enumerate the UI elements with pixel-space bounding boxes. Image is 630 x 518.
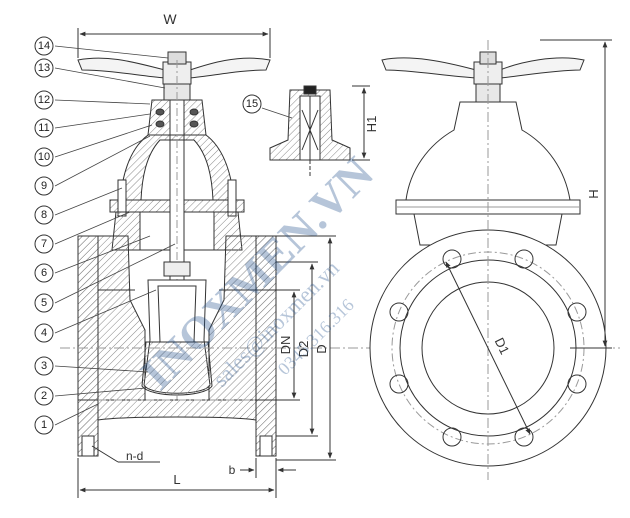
dim-D1: D1: [492, 335, 513, 357]
dim-b: b: [229, 463, 236, 477]
part-1: 1: [34, 415, 54, 435]
part-5-label: 5: [41, 297, 47, 309]
o-ring-2: [189, 108, 199, 116]
part-13: 13: [34, 58, 54, 78]
o-ring-4: [189, 120, 199, 128]
part-4: 4: [34, 323, 54, 343]
fv-handwheel-right: [499, 57, 585, 79]
dim-H1: H1: [364, 116, 379, 133]
part-15-label: 15: [246, 98, 258, 110]
fv-bolt-4: [567, 374, 587, 394]
dimension-labels: W L b n-d DN D2 D H1 H D1: [126, 11, 601, 487]
part-13-label: 13: [38, 62, 50, 74]
section-view: [60, 51, 620, 457]
dim-D: D: [314, 344, 329, 353]
part-10-label: 10: [38, 151, 50, 163]
wedge-rubber: [141, 341, 213, 396]
part-11: 11: [34, 118, 54, 138]
part-8-label: 8: [41, 209, 47, 221]
handwheel-left: [77, 57, 166, 79]
dim-L: L: [173, 472, 180, 487]
dim-DN: DN: [278, 336, 293, 355]
fv-bolt-3: [567, 302, 587, 322]
part-6: 6: [34, 263, 54, 283]
bolt-left: [117, 179, 127, 217]
part-15: 15: [242, 94, 262, 114]
part-7-label: 7: [41, 238, 47, 250]
part-leaders: [54, 45, 293, 426]
dim-W: W: [163, 11, 177, 27]
part-14: 14: [34, 36, 54, 56]
part-3: 3: [34, 356, 54, 376]
part-6-label: 6: [41, 267, 47, 279]
part-4-label: 4: [41, 327, 47, 339]
part-12: 12: [34, 90, 54, 110]
o-ring-3: [155, 120, 165, 128]
dim-nd: n-d: [126, 449, 143, 463]
dim-D2: D2: [296, 341, 311, 358]
wedge-nut: [163, 261, 191, 277]
part-12-label: 12: [38, 94, 50, 106]
wedge-core: [157, 285, 197, 343]
part-11-label: 11: [38, 122, 49, 134]
part-14-label: 14: [38, 40, 50, 52]
o-ring-1: [155, 108, 165, 116]
fv-bolt-7: [389, 374, 409, 394]
fv-handwheel-left: [381, 57, 477, 79]
part-2: 2: [34, 386, 54, 406]
front-view: [369, 39, 612, 480]
dimension-lines: [77, 28, 336, 498]
part-9-label: 9: [41, 180, 47, 192]
bolt-right: [227, 179, 237, 217]
bolt-hole-right: [259, 435, 273, 457]
part-numbers: 14 13 12 11 10 9 8 7 6 5 4 3 2 1 15: [34, 36, 262, 435]
bolt-hole-left: [81, 435, 95, 457]
part-3-label: 3: [41, 360, 47, 372]
part-7: 7: [34, 234, 54, 254]
body-bottom: [97, 399, 257, 421]
handwheel-right: [189, 57, 271, 79]
part-1-label: 1: [41, 419, 47, 431]
dim-H: H: [586, 189, 601, 198]
part-9: 9: [34, 176, 54, 196]
part-2-label: 2: [41, 390, 47, 402]
part-5: 5: [34, 293, 54, 313]
part-10: 10: [34, 147, 54, 167]
detail-15: [269, 85, 370, 178]
fv-bolt-8: [389, 302, 409, 322]
part-8: 8: [34, 205, 54, 225]
